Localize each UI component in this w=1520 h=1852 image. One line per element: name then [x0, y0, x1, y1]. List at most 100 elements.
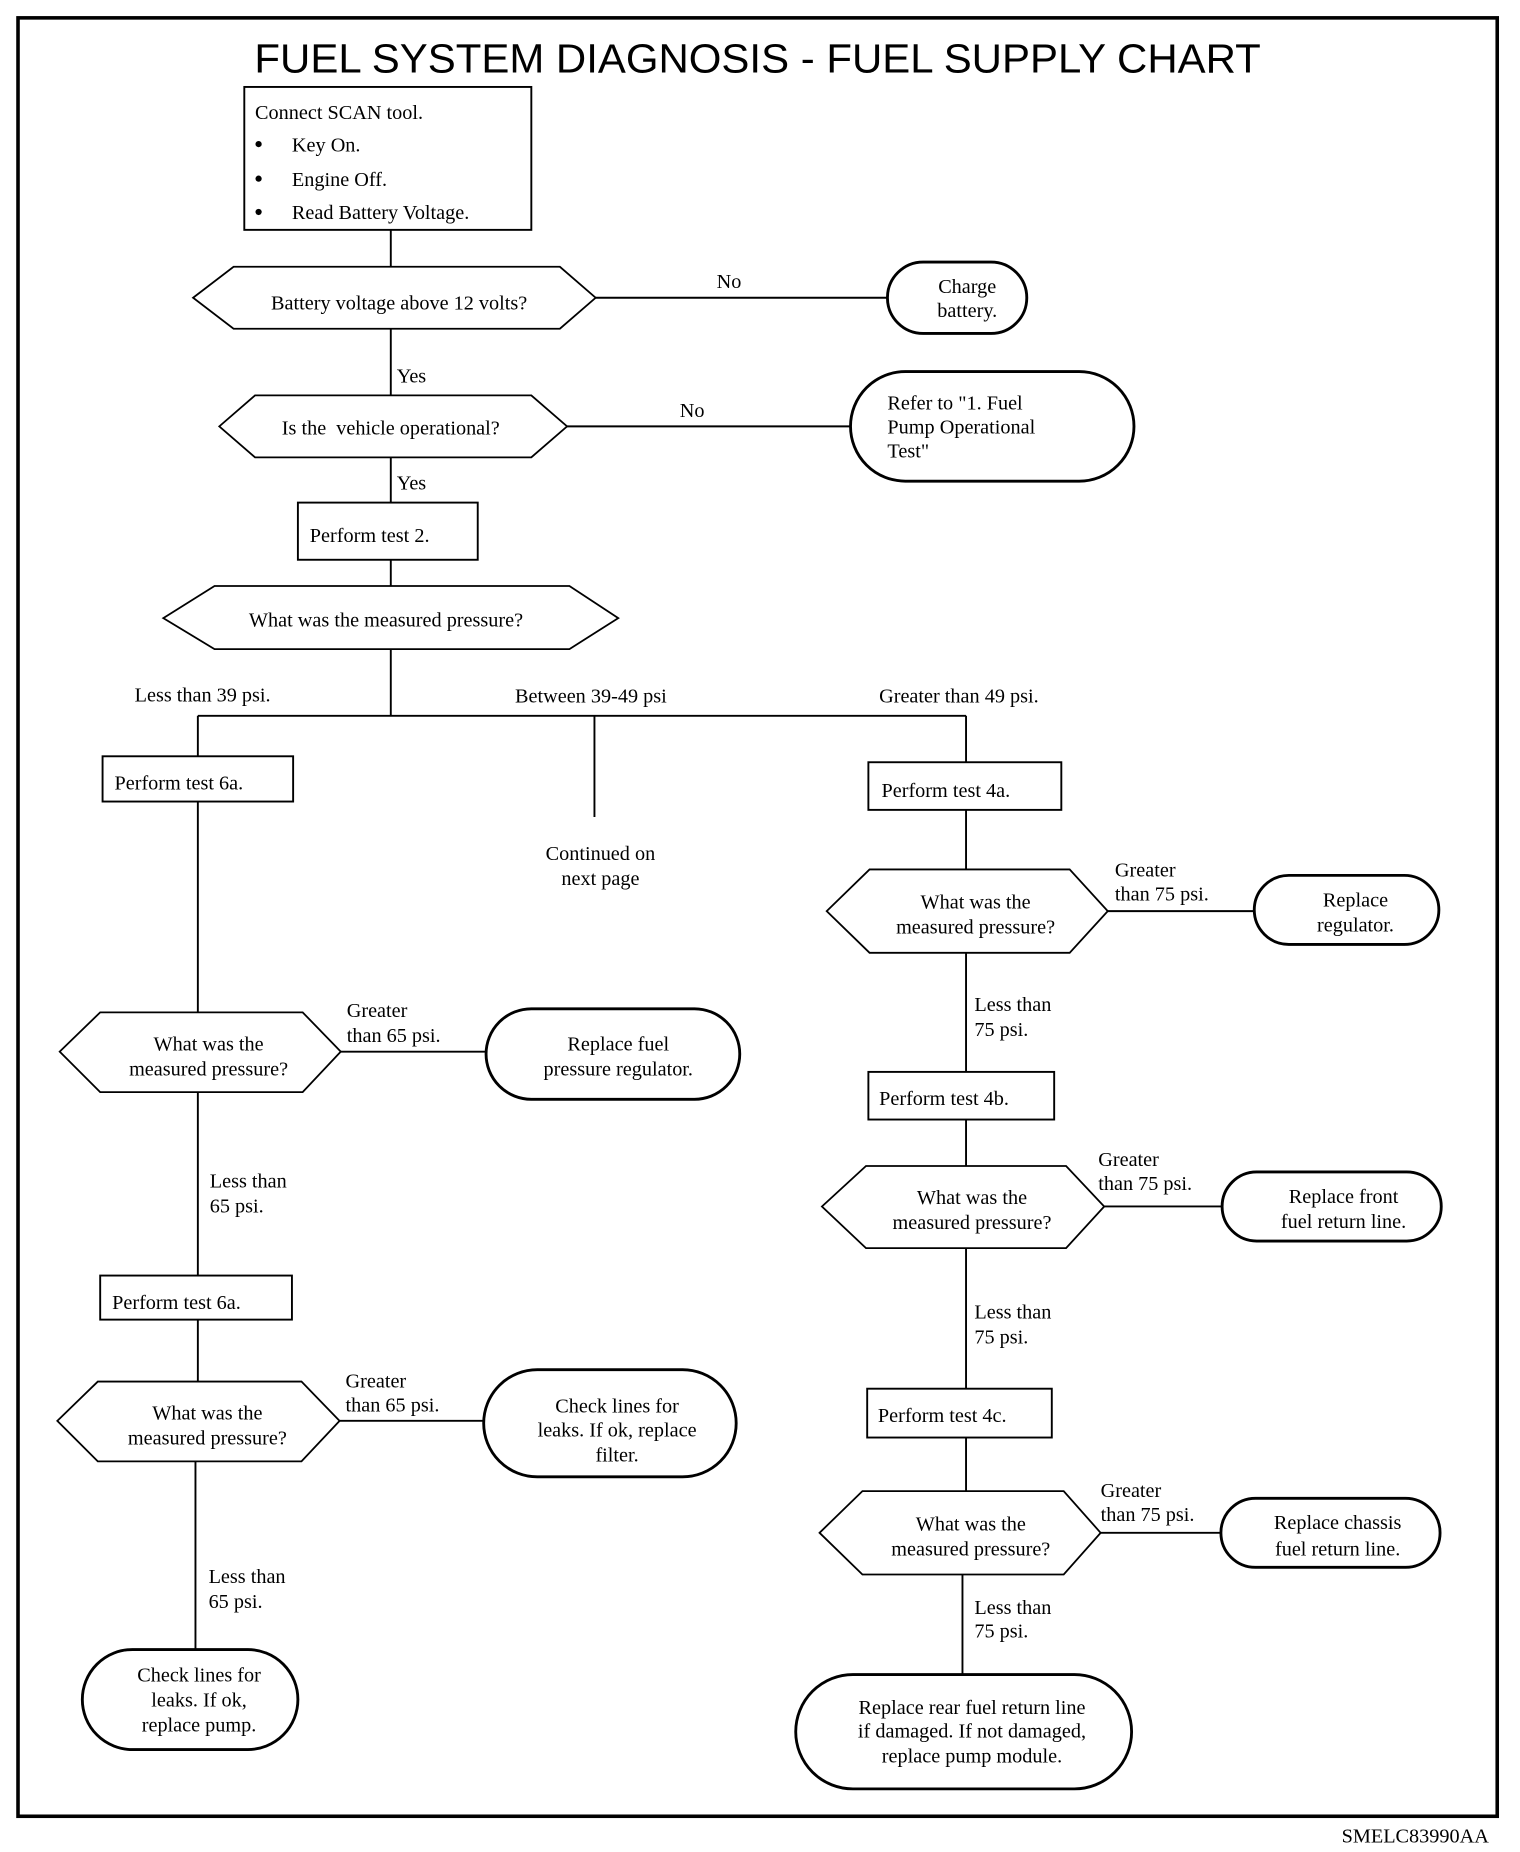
decision-shape	[217, 394, 569, 459]
decision-text: What was the measured pressure?	[249, 609, 523, 631]
decision-text: What was the	[152, 1403, 262, 1425]
terminal-shape	[886, 260, 1029, 335]
terminal-shape	[1219, 1496, 1442, 1569]
process-shape	[866, 1387, 1053, 1439]
terminal-text: Replace fuel	[567, 1033, 669, 1055]
decision-text: measured pressure?	[892, 1212, 1051, 1234]
process-shape	[296, 501, 479, 561]
replace-fuel-pressure-regulator-terminal: Replace fuel pressure regulator.	[484, 1007, 742, 1101]
replace-front-fuel-return-line-terminal: Replace front fuel return line.	[1220, 1170, 1443, 1243]
high-pressure-decision-1: What was the measured pressure?	[825, 868, 1109, 954]
check-lines-replace-pump-terminal: Check lines for leaks. If ok, replace pu…	[80, 1648, 300, 1752]
perform-test-4a-box: Perform test 4a.	[867, 761, 1063, 811]
terminal-text: Replace chassis	[1274, 1512, 1402, 1534]
terminal-text: fuel return line.	[1281, 1211, 1406, 1233]
edge-label-greater: than 65 psi.	[346, 1394, 440, 1416]
edge-label-less: Less than	[974, 1597, 1051, 1619]
terminal-text: regulator.	[1317, 914, 1394, 936]
decision-text: measured pressure?	[891, 1538, 1050, 1560]
process-shape	[99, 1274, 293, 1321]
decision-text: measured pressure?	[128, 1428, 287, 1450]
branch-label-high: Greater than 49 psi.	[879, 686, 1039, 708]
continued-note: next page	[561, 868, 639, 890]
terminal-text: Charge	[938, 276, 996, 298]
bullet-dot	[255, 175, 262, 182]
decision-text: What was the	[921, 892, 1031, 914]
start-box: Connect SCAN tool. Key On. Engine Off. R…	[243, 85, 533, 231]
terminal-text: Check lines for	[555, 1396, 679, 1418]
low-pressure-decision-2: What was the measured pressure?	[56, 1380, 341, 1463]
decision-text: What was the	[154, 1033, 264, 1055]
replace-chassis-fuel-return-line-terminal: Replace chassis fuel return line.	[1219, 1496, 1442, 1569]
edge-label-less: 75 psi.	[974, 1621, 1028, 1643]
terminal-text: filter.	[595, 1444, 638, 1466]
edge-label-greater: than 75 psi.	[1101, 1504, 1195, 1526]
terminal-shape	[794, 1673, 1134, 1791]
decision-text: measured pressure?	[129, 1058, 288, 1080]
terminal-text: leaks. If ok,	[151, 1690, 247, 1712]
edge-label-greater: Greater	[347, 1000, 408, 1022]
process-text: Perform test 6a.	[112, 1292, 241, 1314]
process-shape	[867, 1070, 1056, 1121]
perform-test-4c-box: Perform test 4c.	[866, 1387, 1053, 1439]
terminal-text: pressure regulator.	[544, 1058, 693, 1080]
operational-decision: Is the vehicle operational?	[217, 394, 569, 459]
edge-label-yes: Yes	[397, 365, 427, 387]
decision-shape	[161, 585, 620, 650]
process-shape	[867, 761, 1063, 811]
edge-label-greater: than 65 psi.	[347, 1025, 441, 1047]
terminal-text: Refer to "1. Fuel	[887, 393, 1023, 415]
edge-label-less: 65 psi.	[210, 1195, 264, 1217]
low-pressure-decision-1: What was the measured pressure?	[58, 1011, 343, 1094]
decision-shape	[191, 265, 598, 330]
decision-shape	[825, 868, 1109, 954]
edge-label-less: Less than	[974, 1301, 1051, 1323]
terminal-shape	[849, 370, 1136, 483]
edge-label-less: 65 psi.	[209, 1591, 263, 1613]
process-text: Perform test 6a.	[114, 773, 243, 795]
high-pressure-decision-3: What was the measured pressure?	[818, 1490, 1102, 1576]
continued-note: Continued on	[546, 843, 656, 865]
decision-text: What was the	[916, 1513, 1026, 1535]
edge-label-less: 75 psi.	[974, 1019, 1028, 1041]
high-pressure-decision-2: What was the measured pressure?	[820, 1165, 1106, 1250]
decision-shape	[56, 1380, 341, 1463]
perform-test-2-box: Perform test 2.	[296, 501, 479, 561]
battery-decision: Battery voltage above 12 volts?	[191, 265, 598, 330]
terminal-text: Replace rear fuel return line	[859, 1697, 1086, 1719]
terminal-text: replace pump module.	[882, 1746, 1062, 1768]
terminal-text: Test"	[887, 440, 929, 462]
terminal-text: Replace	[1323, 889, 1388, 911]
edge-label-greater: than 75 psi.	[1098, 1173, 1192, 1195]
chart-frame	[16, 16, 1500, 1819]
process-text: Perform test 4b.	[879, 1088, 1009, 1110]
terminal-text: fuel return line.	[1275, 1538, 1400, 1560]
connectors	[194, 229, 1255, 1675]
edge-label-less: 75 psi.	[974, 1326, 1028, 1348]
edge-label-no: No	[717, 271, 742, 293]
edge-label-less: Less than	[974, 994, 1051, 1016]
edge-label-no: No	[680, 400, 705, 422]
terminal-text: Check lines for	[137, 1665, 261, 1687]
edge-label-greater: Greater	[346, 1371, 407, 1393]
terminal-shape	[484, 1007, 742, 1101]
decision-shape	[818, 1490, 1102, 1576]
start-bullet-text: Key On.	[292, 134, 361, 156]
terminal-text: Pump Operational	[887, 417, 1035, 439]
process-text: Perform test 4a.	[881, 780, 1010, 802]
edge-label-greater: Greater	[1115, 860, 1176, 882]
terminal-text: replace pump.	[142, 1715, 257, 1737]
figure-code: SMELC83990AA	[1342, 1825, 1490, 1847]
edge-label-yes: Yes	[397, 472, 427, 494]
perform-test-6a-box: Perform test 6a.	[99, 1274, 293, 1321]
process-text: Perform test 4c.	[878, 1405, 1007, 1427]
start-bullet-text: Read Battery Voltage.	[292, 202, 469, 224]
edge-label-greater: Greater	[1101, 1480, 1162, 1502]
terminal-text: battery.	[937, 300, 997, 322]
start-bullet-text: Engine Off.	[292, 169, 387, 191]
branch-label-low: Less than 39 psi.	[135, 684, 271, 706]
terminal-text: leaks. If ok, replace	[538, 1419, 697, 1441]
replace-regulator-terminal: Replace regulator.	[1252, 873, 1441, 946]
edge-label-greater: Greater	[1098, 1149, 1159, 1171]
